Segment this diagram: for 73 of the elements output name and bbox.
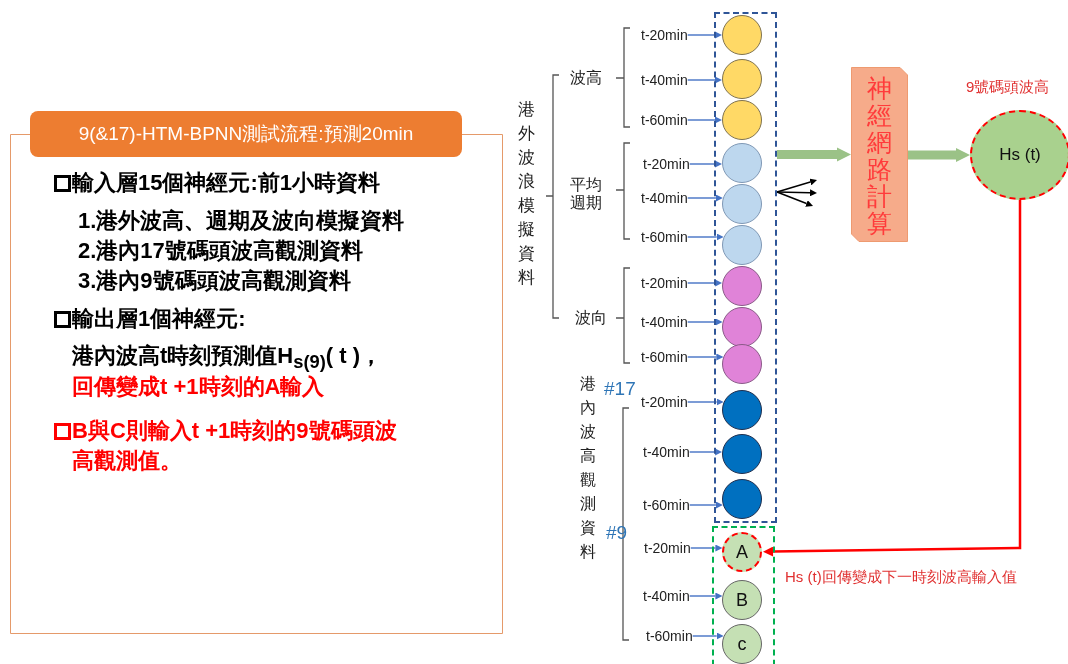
neuron-circle [722,184,762,224]
block-arrow [777,147,851,162]
group-label: 港外波浪模擬資料 [518,99,536,289]
arrow [689,160,722,168]
output-circle: Hs (t) [970,110,1068,200]
neuron-circle [722,344,762,384]
dashed-frame [714,12,777,523]
arrow [687,353,724,361]
arrow [687,194,723,202]
edge-label: Hs (t)回傳變成下一時刻波高輸入值 [785,568,1017,587]
arrow [687,398,724,406]
neuron-circle [722,225,762,265]
group-label: 波高 [570,68,602,88]
list-item: 2.港內17號碼頭波高觀測資料 [78,237,363,265]
neuron-circle [722,59,762,99]
text-panel [10,111,503,634]
arrow [692,632,724,640]
bullet-text: B與C則輸入t +1時刻的9號碼頭波高觀測值。 [72,417,398,475]
arrow [776,189,817,197]
neuron-circle: c [722,624,762,664]
time-label: t-40min [643,443,690,461]
time-label: t-40min [643,587,690,605]
neuron-circle [722,479,762,519]
group-label: 波向 [575,308,607,328]
time-label: t-20min [641,274,688,292]
body-text: 港內波高t時刻預測值H$_{s(9)}$( t )， [72,342,382,374]
arrow [687,116,722,124]
time-label: t-60min [641,228,688,246]
arrow [687,31,722,39]
time-label: t-20min [643,155,690,173]
time-label: t-40min [641,71,688,89]
neuron-circle: A [722,532,762,572]
neuron-circle [722,100,762,140]
arrow [690,544,723,552]
body-text: 回傳變成t +1時刻的A輸入 [72,373,325,401]
arrow [689,592,723,600]
arrow [687,318,723,326]
process-box: 神經網路計算 [851,67,908,242]
neuron-circle [722,390,762,430]
arrow [689,448,723,456]
neuron-circle [722,266,762,306]
dashed-frame [712,526,775,664]
list-item: 3.港內9號碼頭波高觀測資料 [78,267,351,295]
group-label: 港內波高觀測資料 [580,374,597,562]
neuron-circle [722,434,762,474]
time-label: t-40min [641,189,688,207]
block-arrow [908,148,970,162]
time-label: t-20min [641,393,688,411]
bullet-text: 輸出層1個神經元: [72,305,246,333]
time-label: t-20min [641,26,688,44]
time-label: t-60min [641,111,688,129]
time-label: t-60min [643,496,690,514]
group-label: 平均週期 [570,176,603,212]
time-label: t-40min [641,313,688,331]
neuron-circle: B [722,580,762,620]
neuron-circle [722,307,762,347]
station-label: #17 [604,378,636,400]
bullet-text: 輸入層15個神經元:前1小時資料 [72,169,381,197]
time-label: t-20min [644,539,691,557]
node-caption: 9號碼頭波高 [966,78,1050,97]
list-item: 1.港外波高、週期及波向模擬資料 [78,207,405,235]
arrow [776,191,813,207]
station-label: #9 [606,522,628,544]
time-label: t-60min [646,627,693,645]
arrow [763,200,1022,557]
title-banner: 9(&17)-HTM-BPNN測試流程:預測20min [30,111,462,157]
neuron-circle [722,15,762,55]
arrow [689,501,723,509]
time-label: t-60min [641,348,688,366]
arrow [687,233,724,241]
arrow [687,279,723,287]
neuron-circle [722,143,762,183]
arrow [687,76,722,84]
